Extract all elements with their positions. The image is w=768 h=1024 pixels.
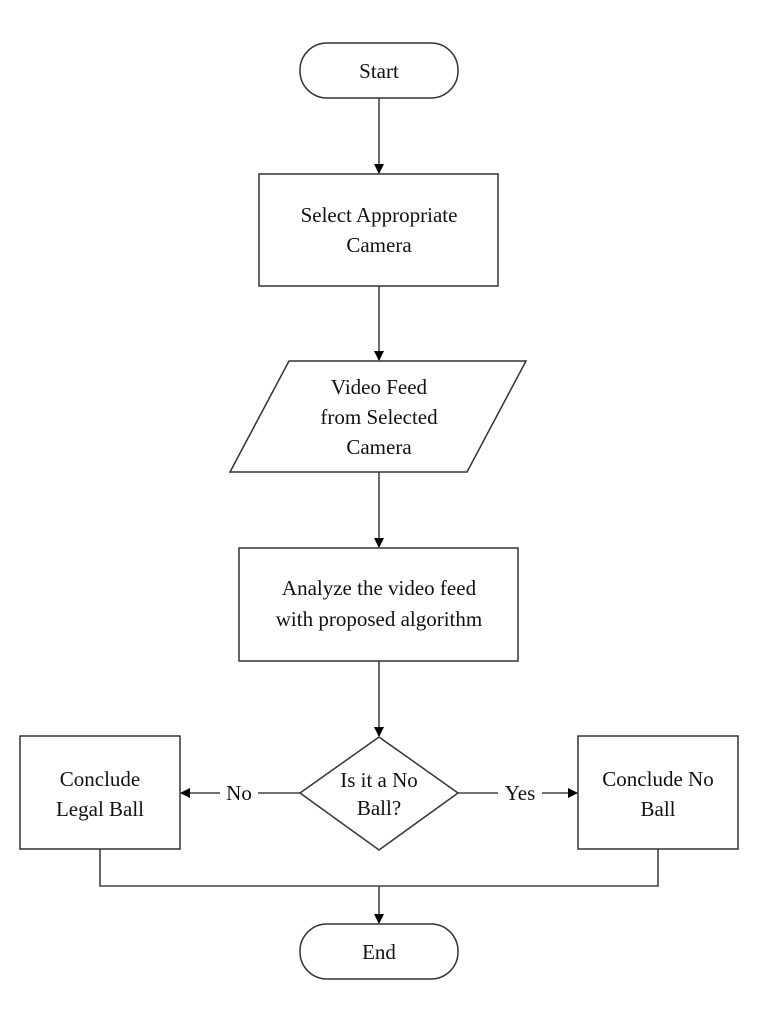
video-feed-node: Video Feed from Selected Camera	[228, 360, 528, 473]
end-label: End	[362, 940, 396, 964]
select-camera-label-line2: Camera	[346, 233, 412, 257]
video-feed-label-line2: from Selected	[320, 405, 438, 429]
decision-label-line1: Is it a No	[340, 768, 418, 792]
legal-ball-label-line2: Legal Ball	[56, 797, 144, 821]
no-ball-label-line1: Conclude No	[602, 767, 713, 791]
decision-node: Is it a No Ball?	[298, 736, 460, 851]
edge-label-yes-bg	[498, 780, 542, 806]
legal-ball-node: Conclude Legal Ball	[19, 735, 181, 850]
end-node: End	[299, 923, 459, 980]
analyze-label-line2: with proposed algorithm	[276, 607, 482, 631]
edge-label-no-bg	[220, 780, 258, 806]
decision-label-line2: Ball?	[357, 796, 401, 820]
select-camera-label-line1: Select Appropriate	[301, 203, 458, 227]
legal-ball-label-line1: Conclude	[60, 767, 140, 791]
analyze-node: Analyze the video feed with proposed alg…	[238, 547, 519, 662]
video-feed-label-line3: Camera	[346, 435, 412, 459]
edge-label-no: No	[226, 781, 252, 805]
video-feed-label-line1: Video Feed	[331, 375, 428, 399]
select-camera-node: Select Appropriate Camera	[258, 173, 499, 287]
start-node: Start	[299, 42, 459, 99]
edge-label-yes: Yes	[505, 781, 536, 805]
no-ball-node: Conclude No Ball	[577, 735, 739, 850]
start-label: Start	[359, 59, 399, 83]
analyze-label-line1: Analyze the video feed	[282, 576, 477, 600]
connector-merge	[99, 849, 659, 887]
no-ball-label-line2: Ball	[641, 797, 676, 821]
